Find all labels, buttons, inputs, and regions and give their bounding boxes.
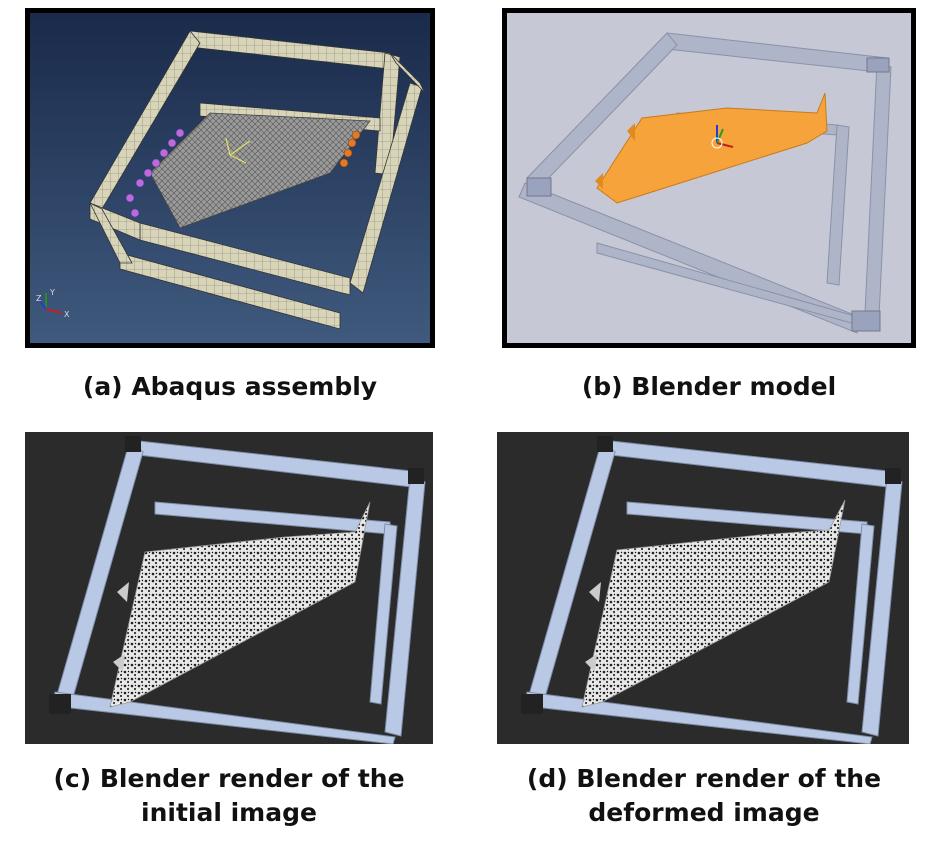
- initial-render-image: [25, 432, 433, 744]
- axis-triad-icon: Y Z X: [36, 288, 70, 319]
- caption-b: (b) Blender model: [581, 372, 837, 401]
- abaqus-assembly-image: Y Z X: [25, 8, 435, 348]
- axis-x-label: X: [64, 310, 70, 319]
- blender-model-image: [502, 8, 916, 348]
- caption-c-line1: (c) Blender render of the: [53, 764, 405, 793]
- caption-c-line2: initial image: [141, 798, 317, 827]
- axis-y-label: Y: [49, 288, 55, 297]
- caption-d: (d) Blender render of the deformed image: [480, 762, 928, 830]
- caption-c: (c) Blender render of the initial image: [5, 762, 453, 830]
- caption-d-line2: deformed image: [588, 798, 820, 827]
- caption-d-line1: (d) Blender render of the: [526, 764, 882, 793]
- deformed-render-image: [497, 432, 909, 744]
- axis-z-label: Z: [36, 294, 42, 303]
- caption-a: (a) Abaqus assembly: [82, 372, 378, 401]
